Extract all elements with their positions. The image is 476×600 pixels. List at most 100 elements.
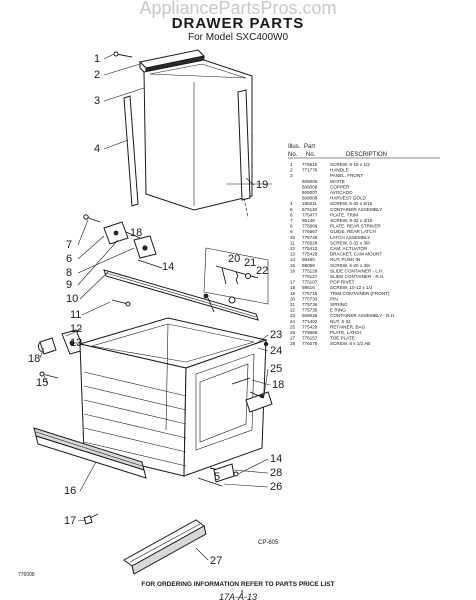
container-assembly-part xyxy=(78,293,269,477)
parts-row-desc: PLATE, LATCH xyxy=(330,330,361,335)
parts-row-desc: CONTAINER ASSEMBLY xyxy=(330,207,382,212)
parts-row-illus: 7 xyxy=(290,218,293,223)
parts-row-desc: NUT, 6-32 xyxy=(330,319,351,324)
callout-20: 20 xyxy=(228,253,240,265)
callout-17: 17 xyxy=(64,515,76,527)
parts-row-part: 98516 xyxy=(302,285,315,290)
page-title: DRAWER PARTS xyxy=(172,15,305,32)
parts-row-desc: SCREW, 6-32 x 3/8 xyxy=(330,240,370,245)
parts-row-part: 775429 xyxy=(302,324,318,329)
parts-row-illus: 27 xyxy=(290,336,296,341)
latch-detail-part xyxy=(203,247,269,305)
parts-row-desc: TRIM CONTAINER (FRONT) xyxy=(330,291,390,296)
callout-24: 24 xyxy=(270,345,282,357)
parts-row-desc: CAM, ACTUATOR xyxy=(330,246,368,251)
parts-row-desc: RETAINER, BAG xyxy=(330,324,366,329)
callout-18a: 18 xyxy=(130,227,142,239)
parts-row-part: 675118 xyxy=(302,207,317,212)
parts-row-desc: AVOCADO xyxy=(330,190,353,195)
callout-28: 28 xyxy=(270,467,282,479)
parts-row-desc: E RING xyxy=(330,308,346,313)
parts-row-part: 775749 xyxy=(302,235,318,240)
parts-row-illus: 22 xyxy=(290,308,296,313)
parts-row-illus: 15 xyxy=(290,263,296,268)
parts-row-illus: 24 xyxy=(290,319,296,324)
callout-25: 25 xyxy=(270,363,282,375)
callout-15: 15 xyxy=(36,377,48,389)
parts-row-part: 775715 xyxy=(302,291,318,296)
parts-row-illus: 10 xyxy=(290,235,296,240)
parts-row-part: 775128 xyxy=(302,268,318,273)
parts-row-part: 776157 xyxy=(302,336,318,341)
parts-row-desc: BRACKET, CAM MOUNT xyxy=(330,252,382,257)
callout-8: 8 xyxy=(66,267,72,279)
parts-row-illus: 6 xyxy=(290,212,293,217)
parts-row-part: 608026 xyxy=(302,313,318,318)
parts-row-part: 776076 xyxy=(302,341,318,346)
parts-row-part: 775667 xyxy=(302,229,318,234)
parts-row-part: 775733 xyxy=(302,296,318,301)
parts-row-illus: 9 xyxy=(290,229,293,234)
parts-row-desc: WHITE xyxy=(330,179,345,184)
parts-row-illus: 13 xyxy=(290,252,296,257)
parts-row-illus: 4 xyxy=(290,201,293,206)
callout-19: 19 xyxy=(256,179,268,191)
parts-row-part: 775736 xyxy=(302,302,318,307)
parts-row-illus: 12 xyxy=(290,246,296,251)
callout-7: 7 xyxy=(66,239,72,251)
latch-assembly-part xyxy=(103,269,259,321)
parts-row-part: 608007 xyxy=(302,190,318,195)
callout-9: 9 xyxy=(66,279,72,291)
parts-row-part: 608006 xyxy=(302,184,318,189)
no-label: No. xyxy=(288,152,298,158)
parts-row-illus: 18 xyxy=(290,285,296,290)
parts-row-illus: 11 xyxy=(290,240,295,245)
parts-row-desc: SCREW, 6-32 x 5/16 xyxy=(330,201,373,206)
toe-plate-part xyxy=(123,519,207,575)
parts-row-desc: HANDLE xyxy=(330,168,349,173)
parts-row-illus: 1 xyxy=(290,162,293,167)
parts-row-desc: SPRING xyxy=(330,302,348,307)
parts-row-desc: LATCH ASSEMBLY xyxy=(330,235,370,240)
parts-row-desc: PANEL, FRONT xyxy=(330,173,363,178)
parts-row-illus: 20 xyxy=(290,296,296,301)
parts-row-desc: COPPER xyxy=(330,184,350,189)
parts-row-desc: SLIDE CONTAINER - R.H. xyxy=(330,274,385,279)
parts-row-desc: PIN xyxy=(330,296,338,301)
parts-row-illus: 14 xyxy=(290,257,296,262)
pop-rivet-part xyxy=(83,513,99,525)
callout-21: 21 xyxy=(244,257,256,269)
parts-row-illus: 8 xyxy=(290,224,293,229)
parts-row-desc: SCREW, 8-32 x 3/16 xyxy=(330,218,373,223)
parts-row-desc: POP RIVET xyxy=(330,280,355,285)
parts-row-part: 608005 xyxy=(302,179,318,184)
handwritten-note: 17A-A-13 xyxy=(219,592,257,600)
parts-row-part: 775127 xyxy=(302,274,318,279)
front-panel-part xyxy=(123,59,253,219)
callout-23: 23 xyxy=(270,329,282,341)
bag-retainer-part xyxy=(231,377,273,413)
parts-row-desc: SCREW, 10-12 x 1/2 xyxy=(330,285,373,290)
parts-row-illus: 3 xyxy=(290,173,293,178)
parts-row-part: 98058 xyxy=(302,263,315,268)
parts-row-desc: SLIDE CONTAINER - L.H. xyxy=(330,268,384,273)
parts-row-part: 608008 xyxy=(302,196,318,201)
parts-row-part: 775528 xyxy=(302,240,318,245)
callout-5: 5 xyxy=(214,471,220,483)
parts-row-part: 775665 xyxy=(302,330,318,335)
cam-parts xyxy=(37,299,131,379)
page-number: 8 xyxy=(241,590,244,596)
callout-18c: 18 xyxy=(272,379,284,391)
watermark: AppliancePartsPros.com xyxy=(139,0,336,18)
slide-container-part xyxy=(33,427,147,479)
no2-label: No. xyxy=(306,152,316,158)
leader-lines xyxy=(39,53,271,561)
parts-row-desc: PLATE, TRIM xyxy=(330,212,358,217)
parts-row-illus: 19 xyxy=(290,291,296,296)
latch-plate-part xyxy=(197,463,239,487)
callout-6: 6 xyxy=(66,253,72,265)
parts-row-part: 96146 xyxy=(302,218,315,223)
